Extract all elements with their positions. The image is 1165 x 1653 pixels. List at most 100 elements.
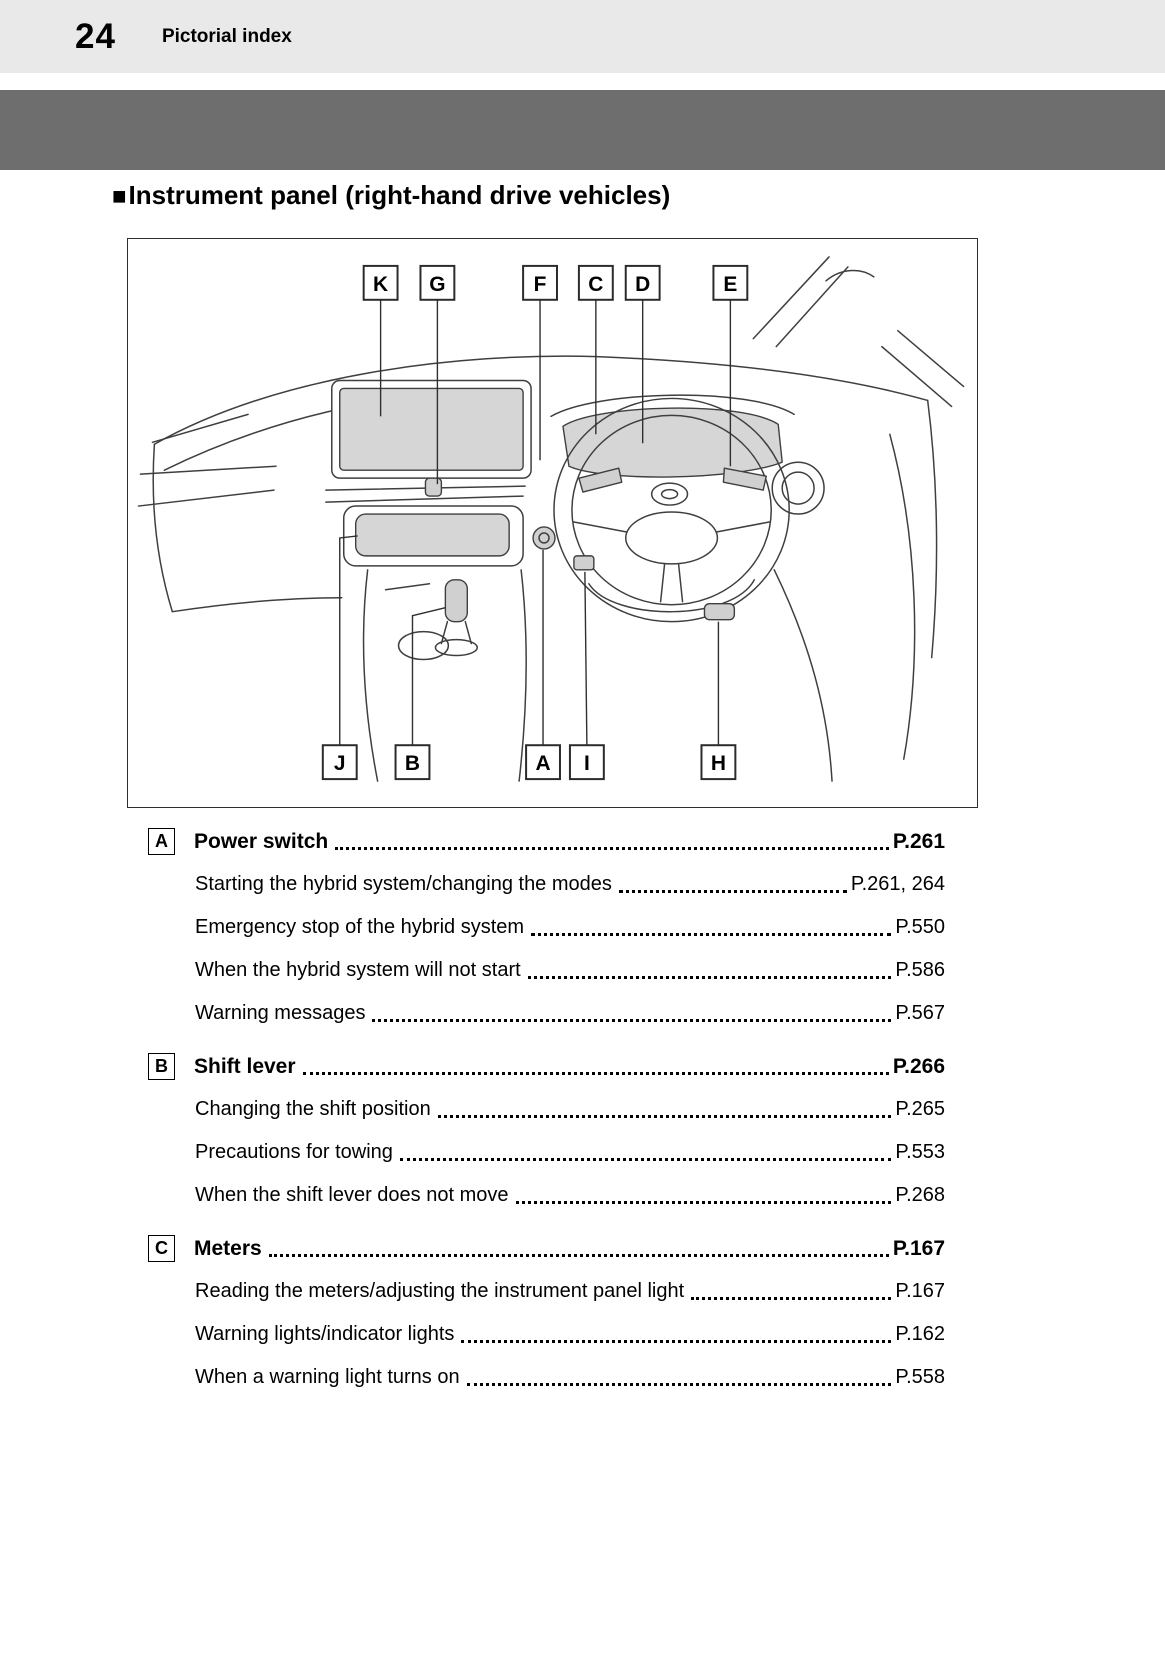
index-subitem: Reading the meters/adjusting the instrum… xyxy=(195,1278,945,1305)
index-item-title: Shift lever xyxy=(194,1055,296,1078)
steering-hub xyxy=(624,511,719,565)
side-vent xyxy=(771,461,825,515)
power-switch xyxy=(532,526,556,550)
index-subitem: Warning messages P.567 xyxy=(195,1000,945,1027)
subitem-text: Warning lights/indicator lights xyxy=(195,1323,455,1345)
page-ref: P.268 xyxy=(895,1184,945,1206)
page-ref: P.550 xyxy=(895,916,945,938)
callout-label-D: D xyxy=(624,264,661,301)
index-subitem: Emergency stop of the hybrid system P.55… xyxy=(195,914,945,941)
index-letter-box-A: A xyxy=(148,828,175,855)
dot-leader xyxy=(531,933,892,936)
callout-label-I: I xyxy=(568,744,605,781)
pictorial-index-list: A Power switch P.261 Starting the hybrid… xyxy=(148,828,945,1391)
page-ref: P.567 xyxy=(895,1002,945,1024)
svg-text:D: D xyxy=(635,273,650,296)
callout-label-F: F xyxy=(522,264,558,301)
section-heading: ■Instrument panel (right-hand drive vehi… xyxy=(112,180,670,211)
dot-leader xyxy=(268,1254,889,1257)
page-ref: P.553 xyxy=(895,1141,945,1163)
dot-leader xyxy=(302,1072,889,1075)
index-item-C: C Meters P.167 xyxy=(148,1235,945,1262)
index-item-B: B Shift lever P.266 xyxy=(148,1053,945,1080)
display-screen xyxy=(339,387,524,471)
page-ref: P.167 xyxy=(892,1237,945,1260)
svg-text:C: C xyxy=(588,273,603,296)
callout-line-I xyxy=(584,571,588,746)
page-ref: P.167 xyxy=(895,1280,945,1302)
section-title: Instrument panel (right-hand drive vehic… xyxy=(128,180,671,210)
left-stalk xyxy=(578,467,623,493)
page-ref: P.266 xyxy=(892,1055,945,1078)
index-subitem: Precautions for towing P.553 xyxy=(195,1139,945,1166)
index-subitem: When a warning light turns on P.558 xyxy=(195,1364,945,1391)
index-subitem: Warning lights/indicator lights P.162 xyxy=(195,1321,945,1348)
index-subitem: Changing the shift position P.265 xyxy=(195,1096,945,1123)
svg-text:G: G xyxy=(429,273,445,296)
storage-tray-outline xyxy=(342,505,524,567)
dot-leader xyxy=(527,976,892,979)
dot-leader xyxy=(466,1383,892,1386)
subitem-text: Precautions for towing xyxy=(195,1141,393,1163)
page-ref: P.586 xyxy=(895,959,945,981)
page-ref: P.261, 264 xyxy=(850,873,945,895)
subitem-text: Starting the hybrid system/changing the … xyxy=(195,873,612,895)
subitem-text: Reading the meters/adjusting the instrum… xyxy=(195,1280,685,1302)
index-item-A: A Power switch P.261 xyxy=(148,828,945,855)
svg-text:A: A xyxy=(535,752,550,775)
dot-leader xyxy=(335,847,889,850)
callout-label-G: G xyxy=(419,264,456,301)
subitem-text: When the shift lever does not move xyxy=(195,1184,509,1206)
subitem-text: Changing the shift position xyxy=(195,1098,431,1120)
callout-label-C: C xyxy=(577,264,614,301)
dot-leader xyxy=(437,1115,892,1118)
svg-text:E: E xyxy=(723,273,737,296)
steering-wheel xyxy=(553,397,790,623)
callout-lines xyxy=(339,299,732,746)
callout-label-J: J xyxy=(321,744,358,781)
dot-leader xyxy=(461,1340,892,1343)
shift-lever-knob xyxy=(444,579,468,623)
page-ref: P.162 xyxy=(895,1323,945,1345)
right-stalk xyxy=(722,467,767,491)
cup-holder xyxy=(397,630,450,661)
page-header: 24 Pictorial index xyxy=(0,0,1165,73)
sensor-switch xyxy=(424,477,443,497)
section-bullet-icon: ■ xyxy=(112,183,127,210)
svg-text:B: B xyxy=(405,752,420,775)
callout-label-B: B xyxy=(394,744,431,781)
subitem-text: Emergency stop of the hybrid system xyxy=(195,916,525,938)
chapter-banner xyxy=(0,90,1165,170)
index-subitem: When the hybrid system will not start P.… xyxy=(195,957,945,984)
small-switch xyxy=(573,555,595,571)
callout-label-A: A xyxy=(525,744,561,781)
index-letter-box-C: C xyxy=(148,1235,175,1262)
dot-leader xyxy=(691,1297,892,1300)
page-ref: P.261 xyxy=(892,830,945,853)
lower-switch xyxy=(703,603,736,621)
page-number: 24 xyxy=(75,17,116,56)
callout-label-H: H xyxy=(700,744,737,781)
page-ref: P.265 xyxy=(895,1098,945,1120)
subitem-text: When the hybrid system will not start xyxy=(195,959,521,981)
page-header-title: Pictorial index xyxy=(161,25,292,47)
callout-label-E: E xyxy=(712,264,749,301)
dot-leader xyxy=(399,1158,892,1161)
index-item-title: Meters xyxy=(194,1237,262,1260)
svg-text:J: J xyxy=(334,752,346,775)
svg-text:K: K xyxy=(373,273,388,296)
instrument-panel-diagram: K G F C D E xyxy=(127,238,978,808)
svg-text:F: F xyxy=(534,273,547,296)
svg-text:I: I xyxy=(584,752,590,775)
svg-text:H: H xyxy=(711,752,726,775)
subitem-text: When a warning light turns on xyxy=(195,1366,460,1388)
index-subitem: Starting the hybrid system/changing the … xyxy=(195,871,945,898)
subitem-text: Warning messages xyxy=(195,1002,366,1024)
index-item-title: Power switch xyxy=(194,830,329,853)
dot-leader xyxy=(515,1201,892,1204)
callout-line-J xyxy=(339,535,358,746)
index-subitem: When the shift lever does not move P.268 xyxy=(195,1182,945,1209)
index-letter-box-B: B xyxy=(148,1053,175,1080)
callout-label-K: K xyxy=(362,264,399,301)
